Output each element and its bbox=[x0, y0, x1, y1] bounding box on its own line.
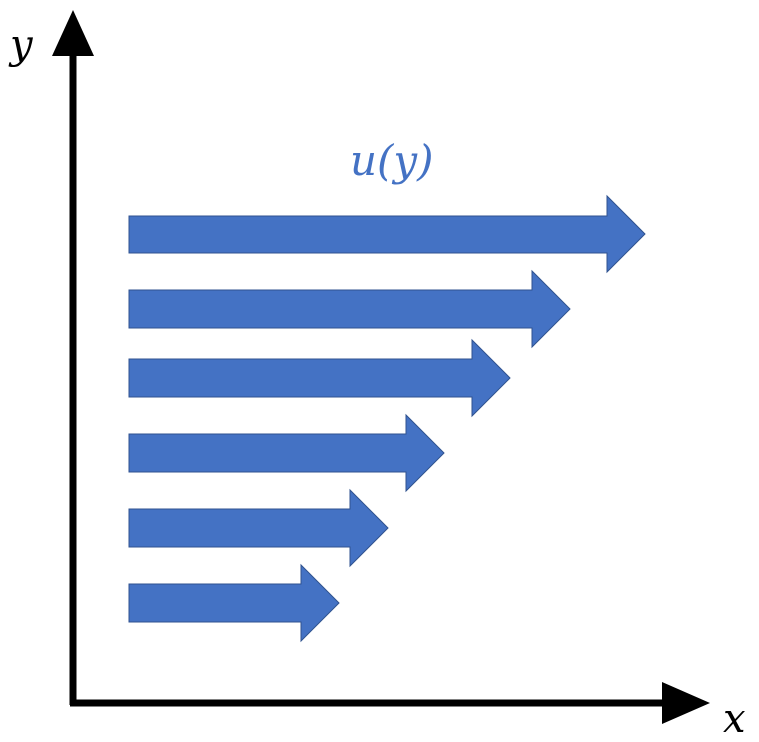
velocity-profile-label: u(y) bbox=[350, 136, 434, 185]
x-axis-arrowhead bbox=[662, 682, 710, 724]
velocity-arrow-3 bbox=[128, 413, 445, 493]
x-axis-label: x bbox=[723, 696, 746, 742]
velocity-arrow-4 bbox=[128, 338, 511, 418]
velocity-arrow-1 bbox=[128, 563, 340, 643]
velocity-arrows bbox=[128, 194, 646, 643]
velocity-arrow-2 bbox=[128, 488, 389, 568]
velocity-arrow-6 bbox=[128, 194, 646, 274]
velocity-arrow-5 bbox=[128, 269, 571, 349]
y-axis-arrowhead bbox=[52, 10, 94, 56]
y-axis-label: y bbox=[8, 22, 34, 68]
